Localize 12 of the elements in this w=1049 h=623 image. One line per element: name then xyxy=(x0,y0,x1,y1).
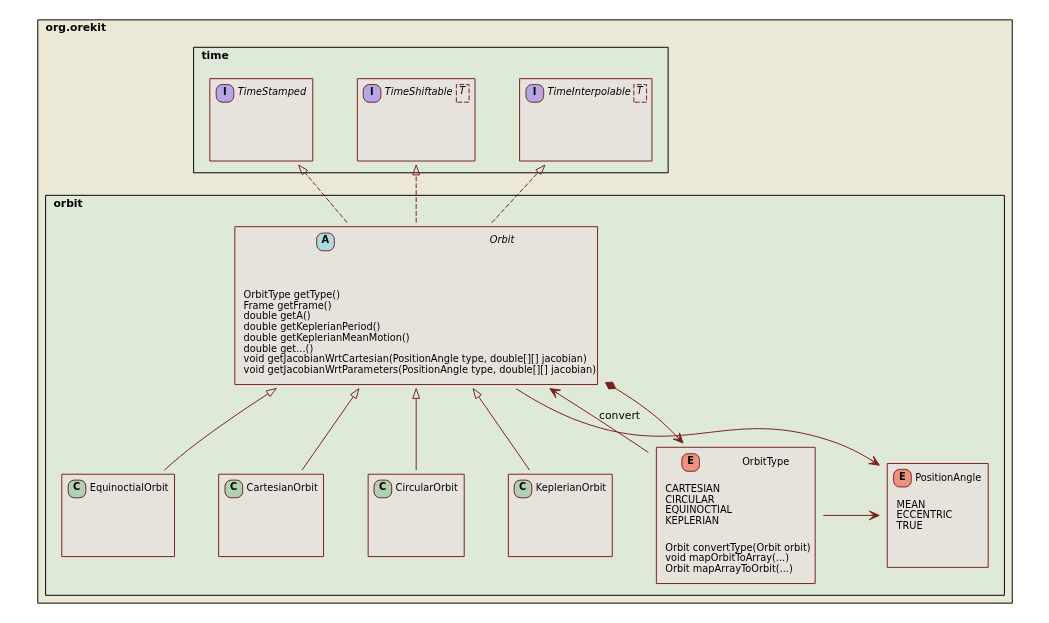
edge-label: convert xyxy=(598,408,640,422)
arrow xyxy=(411,164,420,224)
arrow xyxy=(515,388,880,466)
arrow xyxy=(297,164,348,224)
arrow xyxy=(301,388,359,471)
arrow xyxy=(548,388,649,453)
arrow xyxy=(604,381,684,444)
arrow xyxy=(490,164,545,224)
arrow xyxy=(472,388,530,471)
arrow xyxy=(163,387,277,471)
arrow xyxy=(411,388,420,471)
arrow xyxy=(822,510,880,521)
